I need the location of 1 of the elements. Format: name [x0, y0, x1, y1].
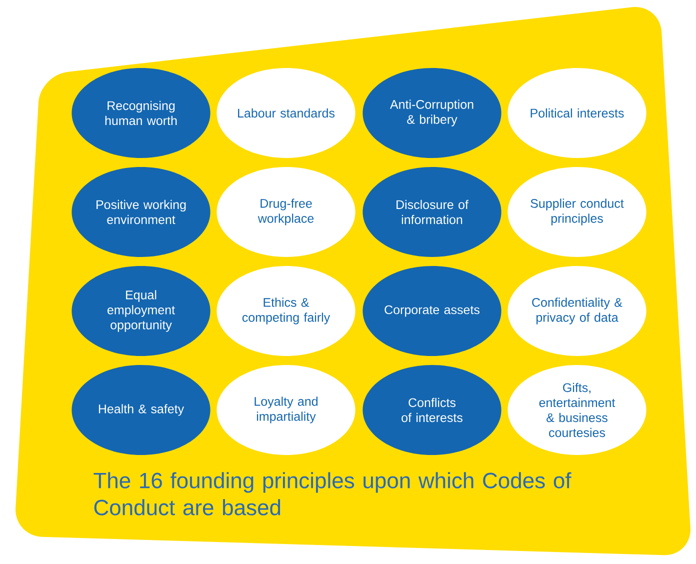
caption: The 16 founding principles upon which Codes of Conduct are based	[94, 472, 572, 516]
